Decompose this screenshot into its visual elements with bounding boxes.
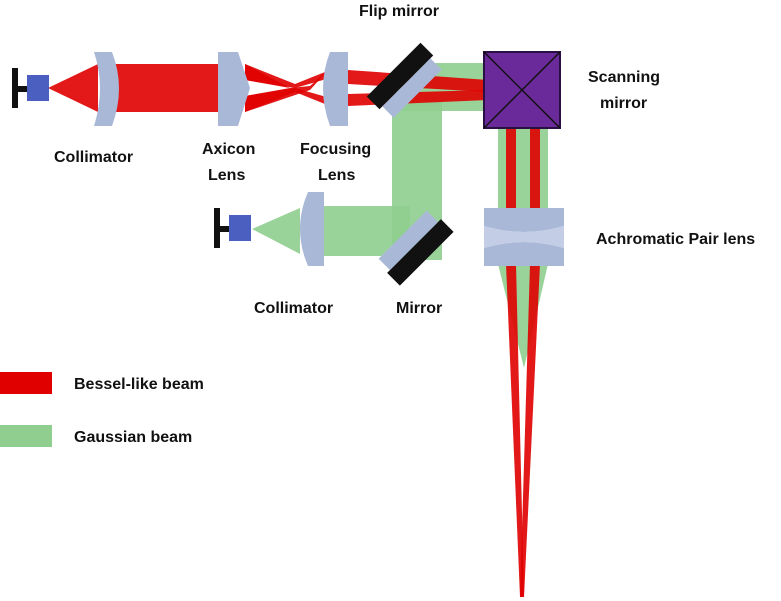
- bessel-beam-collimated: [110, 64, 228, 112]
- legend-swatch-gaussian: [0, 425, 52, 447]
- collimator-top-label: Collimator: [54, 149, 133, 166]
- bessel-beam-axicon-lower: [245, 88, 330, 112]
- fiber-top-mount: [12, 68, 18, 108]
- bottom-mirror: [378, 210, 454, 286]
- fiber-bottom: [214, 208, 251, 248]
- bessel-beam-converge-right: [520, 264, 540, 597]
- scanning-mirror-diag-2: [483, 51, 561, 129]
- axicon-label-2: Lens: [208, 167, 245, 184]
- gaussian-beam-fiber-cone: [252, 208, 300, 254]
- achromatic-label: Achromatic Pair lens: [596, 231, 755, 248]
- achromatic-pair-lens: [484, 208, 564, 266]
- fiber-bottom-tip-icon: [229, 215, 251, 241]
- flip-mirror: [366, 42, 442, 118]
- flip-mirror-glass: [382, 58, 442, 118]
- bessel-beam-converge-left: [506, 264, 524, 597]
- bessel-beam: [48, 64, 540, 597]
- achromat-element-middle: [484, 226, 564, 248]
- flip-mirror-label: Flip mirror: [359, 3, 439, 20]
- collimator-bottom-lens: [300, 192, 324, 266]
- achromat-element-top: [484, 208, 564, 232]
- legend: Bessel-like beam Gaussian beam: [0, 372, 204, 447]
- legend-swatch-bessel: [0, 372, 52, 394]
- legend-label-bessel: Bessel-like beam: [74, 376, 204, 393]
- focusing-label-1: Focusing: [300, 141, 371, 158]
- focusing-lens: [323, 52, 348, 126]
- bottom-mirror-glass: [378, 210, 439, 271]
- achromat-element-bottom: [484, 242, 564, 266]
- flip-mirror-back: [366, 42, 434, 110]
- bessel-beam-ray-right: [530, 128, 540, 216]
- fiber-top: [12, 68, 49, 108]
- mirror-label: Mirror: [396, 300, 442, 317]
- axicon-label-1: Axicon: [202, 141, 255, 158]
- collimator-bottom-label: Collimator: [254, 300, 333, 317]
- axicon-lens: [218, 52, 250, 126]
- legend-label-gaussian: Gaussian beam: [74, 429, 192, 446]
- fiber-bottom-mount: [214, 208, 220, 248]
- bessel-beam-fiber-cone: [48, 64, 98, 112]
- bottom-mirror-back: [387, 219, 454, 286]
- focusing-label-2: Lens: [318, 167, 355, 184]
- bessel-beam-ray-left: [506, 128, 516, 216]
- fiber-top-tip-icon: [27, 75, 49, 101]
- fiber-top-connector: [18, 86, 28, 92]
- collimator-top-lens: [94, 52, 119, 126]
- gaussian-beam-focus-cone: [498, 264, 548, 368]
- scanning-mirror-label-1: Scanning: [588, 69, 660, 86]
- gaussian-beam-scan-down: [498, 128, 548, 212]
- bessel-beam-axicon-upper: [245, 64, 330, 88]
- scanning-mirror-label-2: mirror: [600, 95, 647, 112]
- scanning-mirror: [483, 51, 561, 129]
- fiber-bottom-connector: [220, 226, 230, 232]
